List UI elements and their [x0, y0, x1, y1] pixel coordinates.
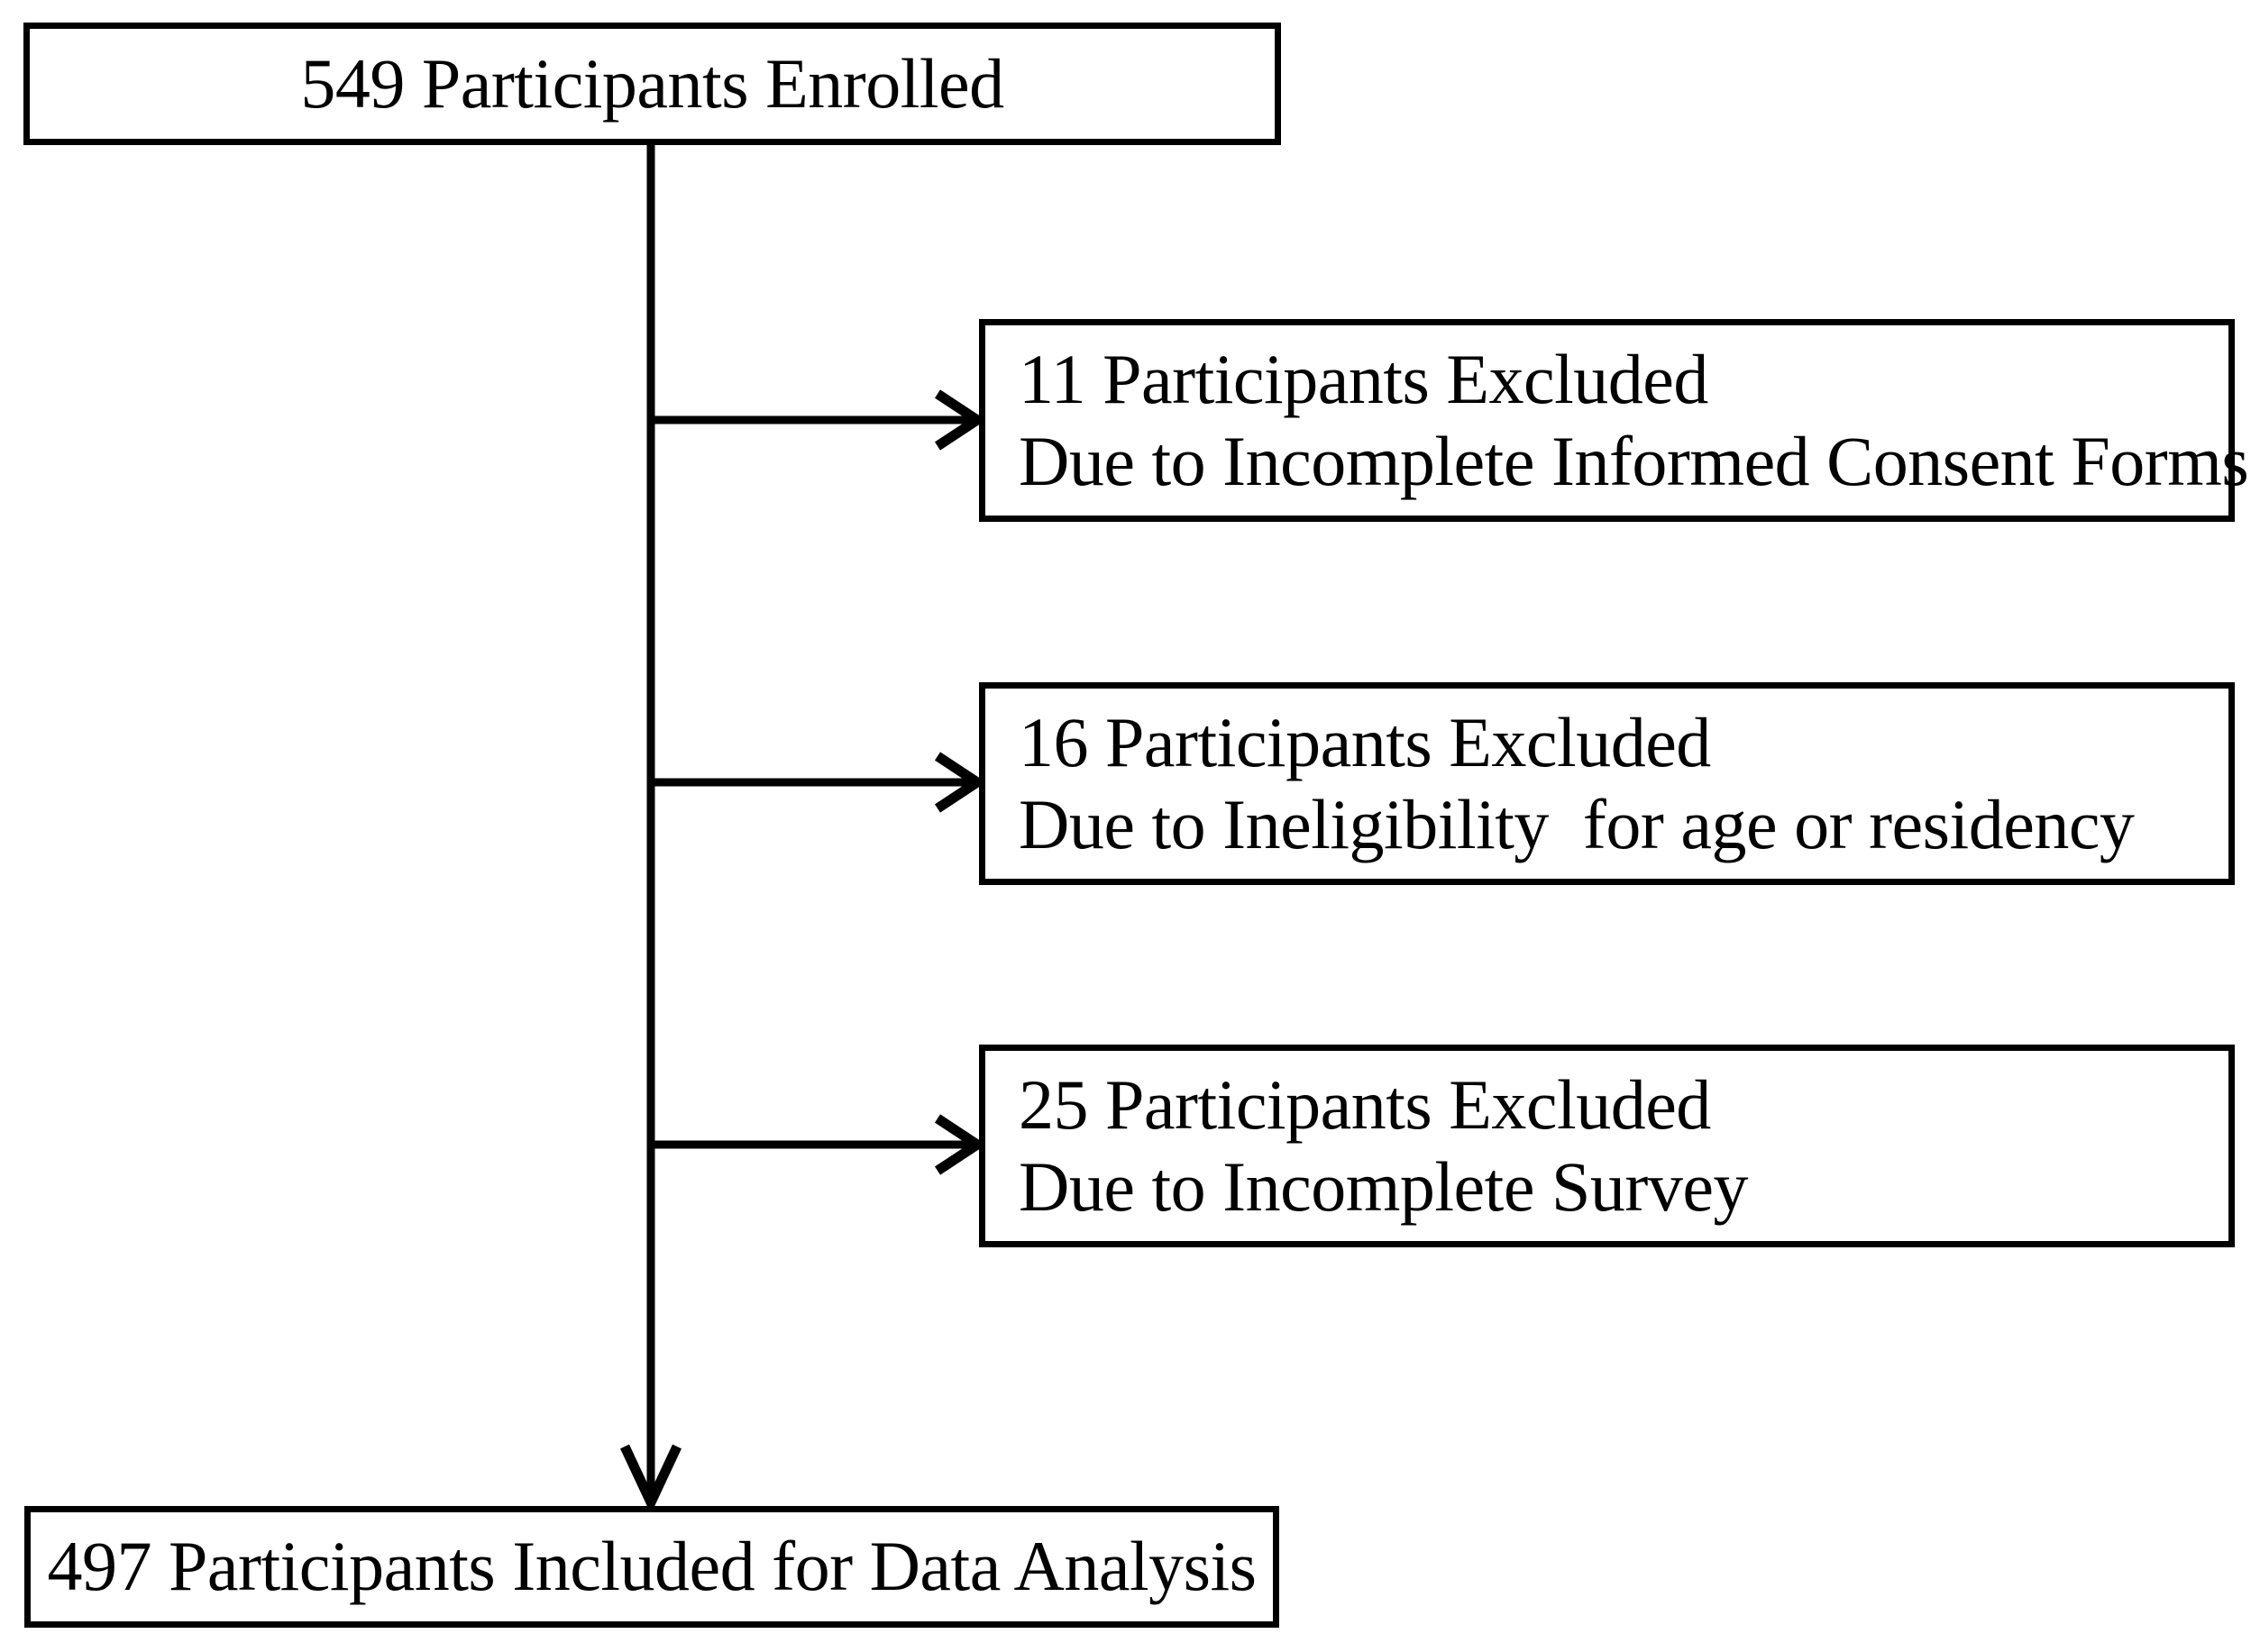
node-excluded-incomplete-survey: 25 Participants Excluded Due to Incomple…: [979, 1045, 2235, 1247]
node-excluded-consent-reason: Due to Incomplete Informed Consent Forms: [1019, 421, 2249, 500]
node-included-label: 497 Participants Included for Data Analy…: [47, 1527, 1257, 1606]
branch-arrowhead-3: [934, 1114, 986, 1175]
node-excluded-ineligibility-count: 16 Participants Excluded: [1019, 703, 1711, 782]
node-excluded-incomplete-survey-count: 25 Participants Excluded: [1019, 1065, 1711, 1145]
trunk-arrowhead: [620, 1444, 682, 1514]
node-excluded-ineligibility: 16 Participants Excluded Due to Ineligib…: [979, 682, 2235, 885]
node-excluded-incomplete-survey-reason: Due to Incomplete Survey: [1019, 1146, 1748, 1226]
node-enrolled: 549 Participants Enrolled: [23, 23, 1281, 145]
node-included: 497 Participants Included for Data Analy…: [24, 1506, 1279, 1628]
node-enrolled-label: 549 Participants Enrolled: [300, 43, 1004, 123]
branch-arrowhead-2: [934, 752, 986, 813]
node-excluded-ineligibility-reason: Due to Ineligibility for age or residenc…: [1019, 784, 2135, 863]
node-excluded-consent-count: 11 Participants Excluded: [1019, 340, 1708, 419]
node-excluded-consent: 11 Participants Excluded Due to Incomple…: [979, 319, 2249, 522]
branch-arrowhead-1: [934, 389, 986, 451]
